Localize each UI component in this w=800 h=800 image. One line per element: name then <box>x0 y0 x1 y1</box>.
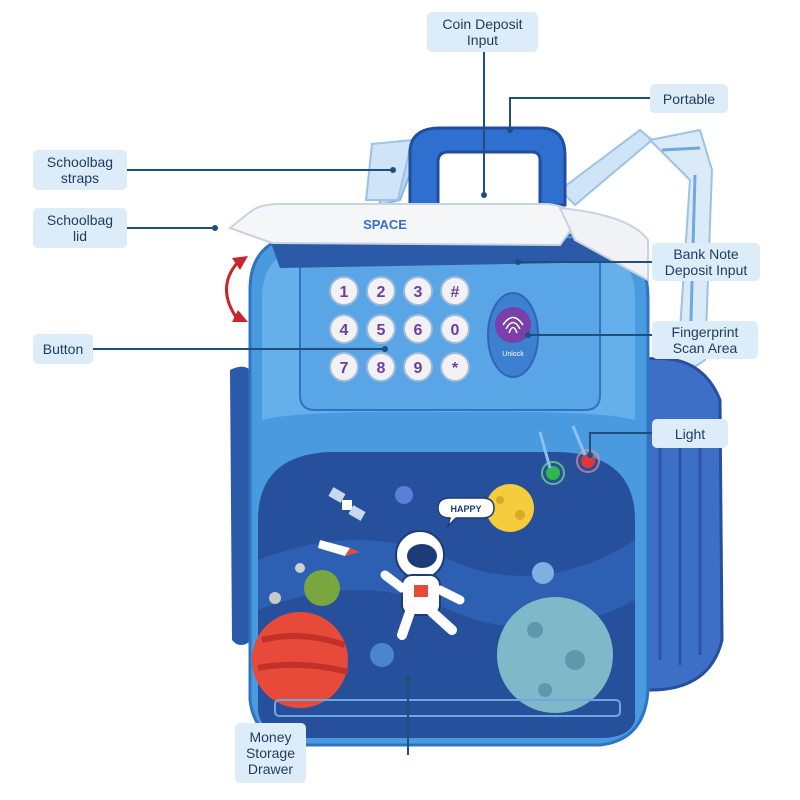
keypad-button-8[interactable]: 8 <box>366 352 396 382</box>
keypad: 1 2 3 #4 5 6 0 7 8 9 * <box>329 276 470 382</box>
keypad-button-5[interactable]: 5 <box>366 314 396 344</box>
keypad-button-2[interactable]: 2 <box>366 276 396 306</box>
label-fingerprint-scan-area: Fingerprint Scan Area <box>652 321 758 359</box>
label-bank-note-deposit-input: Bank Note Deposit Input <box>652 243 760 281</box>
lid-logo-text: SPACE <box>363 217 407 232</box>
money-drawer <box>274 699 621 717</box>
unlock-label: Unlock <box>502 351 524 358</box>
label-money-storage-drawer: Money Storage Drawer <box>235 723 306 783</box>
carry-handle <box>408 126 567 207</box>
keypad-button-hash[interactable]: # <box>440 276 470 306</box>
satellite <box>328 487 366 521</box>
happy-speech-text: HAPPY <box>450 504 481 514</box>
keypad-key-label: 1 <box>340 284 349 301</box>
keypad-button-7[interactable]: 7 <box>329 352 359 382</box>
keypad-key-label: 6 <box>414 322 423 339</box>
fingerprint-scanner[interactable]: Unlock <box>487 292 539 378</box>
leader-lines <box>93 52 652 755</box>
keypad-key-label: * <box>452 360 459 377</box>
label-light: Light <box>652 419 728 448</box>
astronaut <box>380 530 465 640</box>
keypad-key-label: 2 <box>377 284 386 301</box>
label-schoolbag-lid: Schoolbag lid <box>33 208 127 248</box>
keypad-button-9[interactable]: 9 <box>403 352 433 382</box>
label-coin-deposit-input: Coin Deposit Input <box>427 12 538 52</box>
label-button: Button <box>33 334 93 364</box>
keypad-button-3[interactable]: 3 <box>403 276 433 306</box>
keypad-button-0[interactable]: 0 <box>440 314 470 344</box>
keypad-button-star[interactable]: * <box>440 352 470 382</box>
keypad-key-label: 3 <box>414 284 423 301</box>
keypad-key-label: 5 <box>377 322 386 339</box>
keypad-button-6[interactable]: 6 <box>403 314 433 344</box>
label-schoolbag-straps: Schoolbag straps <box>33 150 127 190</box>
keypad-button-4[interactable]: 4 <box>329 314 359 344</box>
green-light <box>546 466 560 480</box>
label-portable: Portable <box>650 84 728 113</box>
keypad-key-label: 4 <box>340 322 349 339</box>
open-close-arrow-icon <box>225 256 248 322</box>
keypad-key-label: 0 <box>451 322 460 339</box>
keypad-button-1[interactable]: 1 <box>329 276 359 306</box>
keypad-key-label: 8 <box>377 360 386 377</box>
planets <box>252 484 613 713</box>
rocket <box>318 540 360 556</box>
keypad-key-label: 9 <box>414 360 423 377</box>
keypad-key-label: 7 <box>340 360 349 377</box>
keypad-key-label: # <box>451 284 460 301</box>
